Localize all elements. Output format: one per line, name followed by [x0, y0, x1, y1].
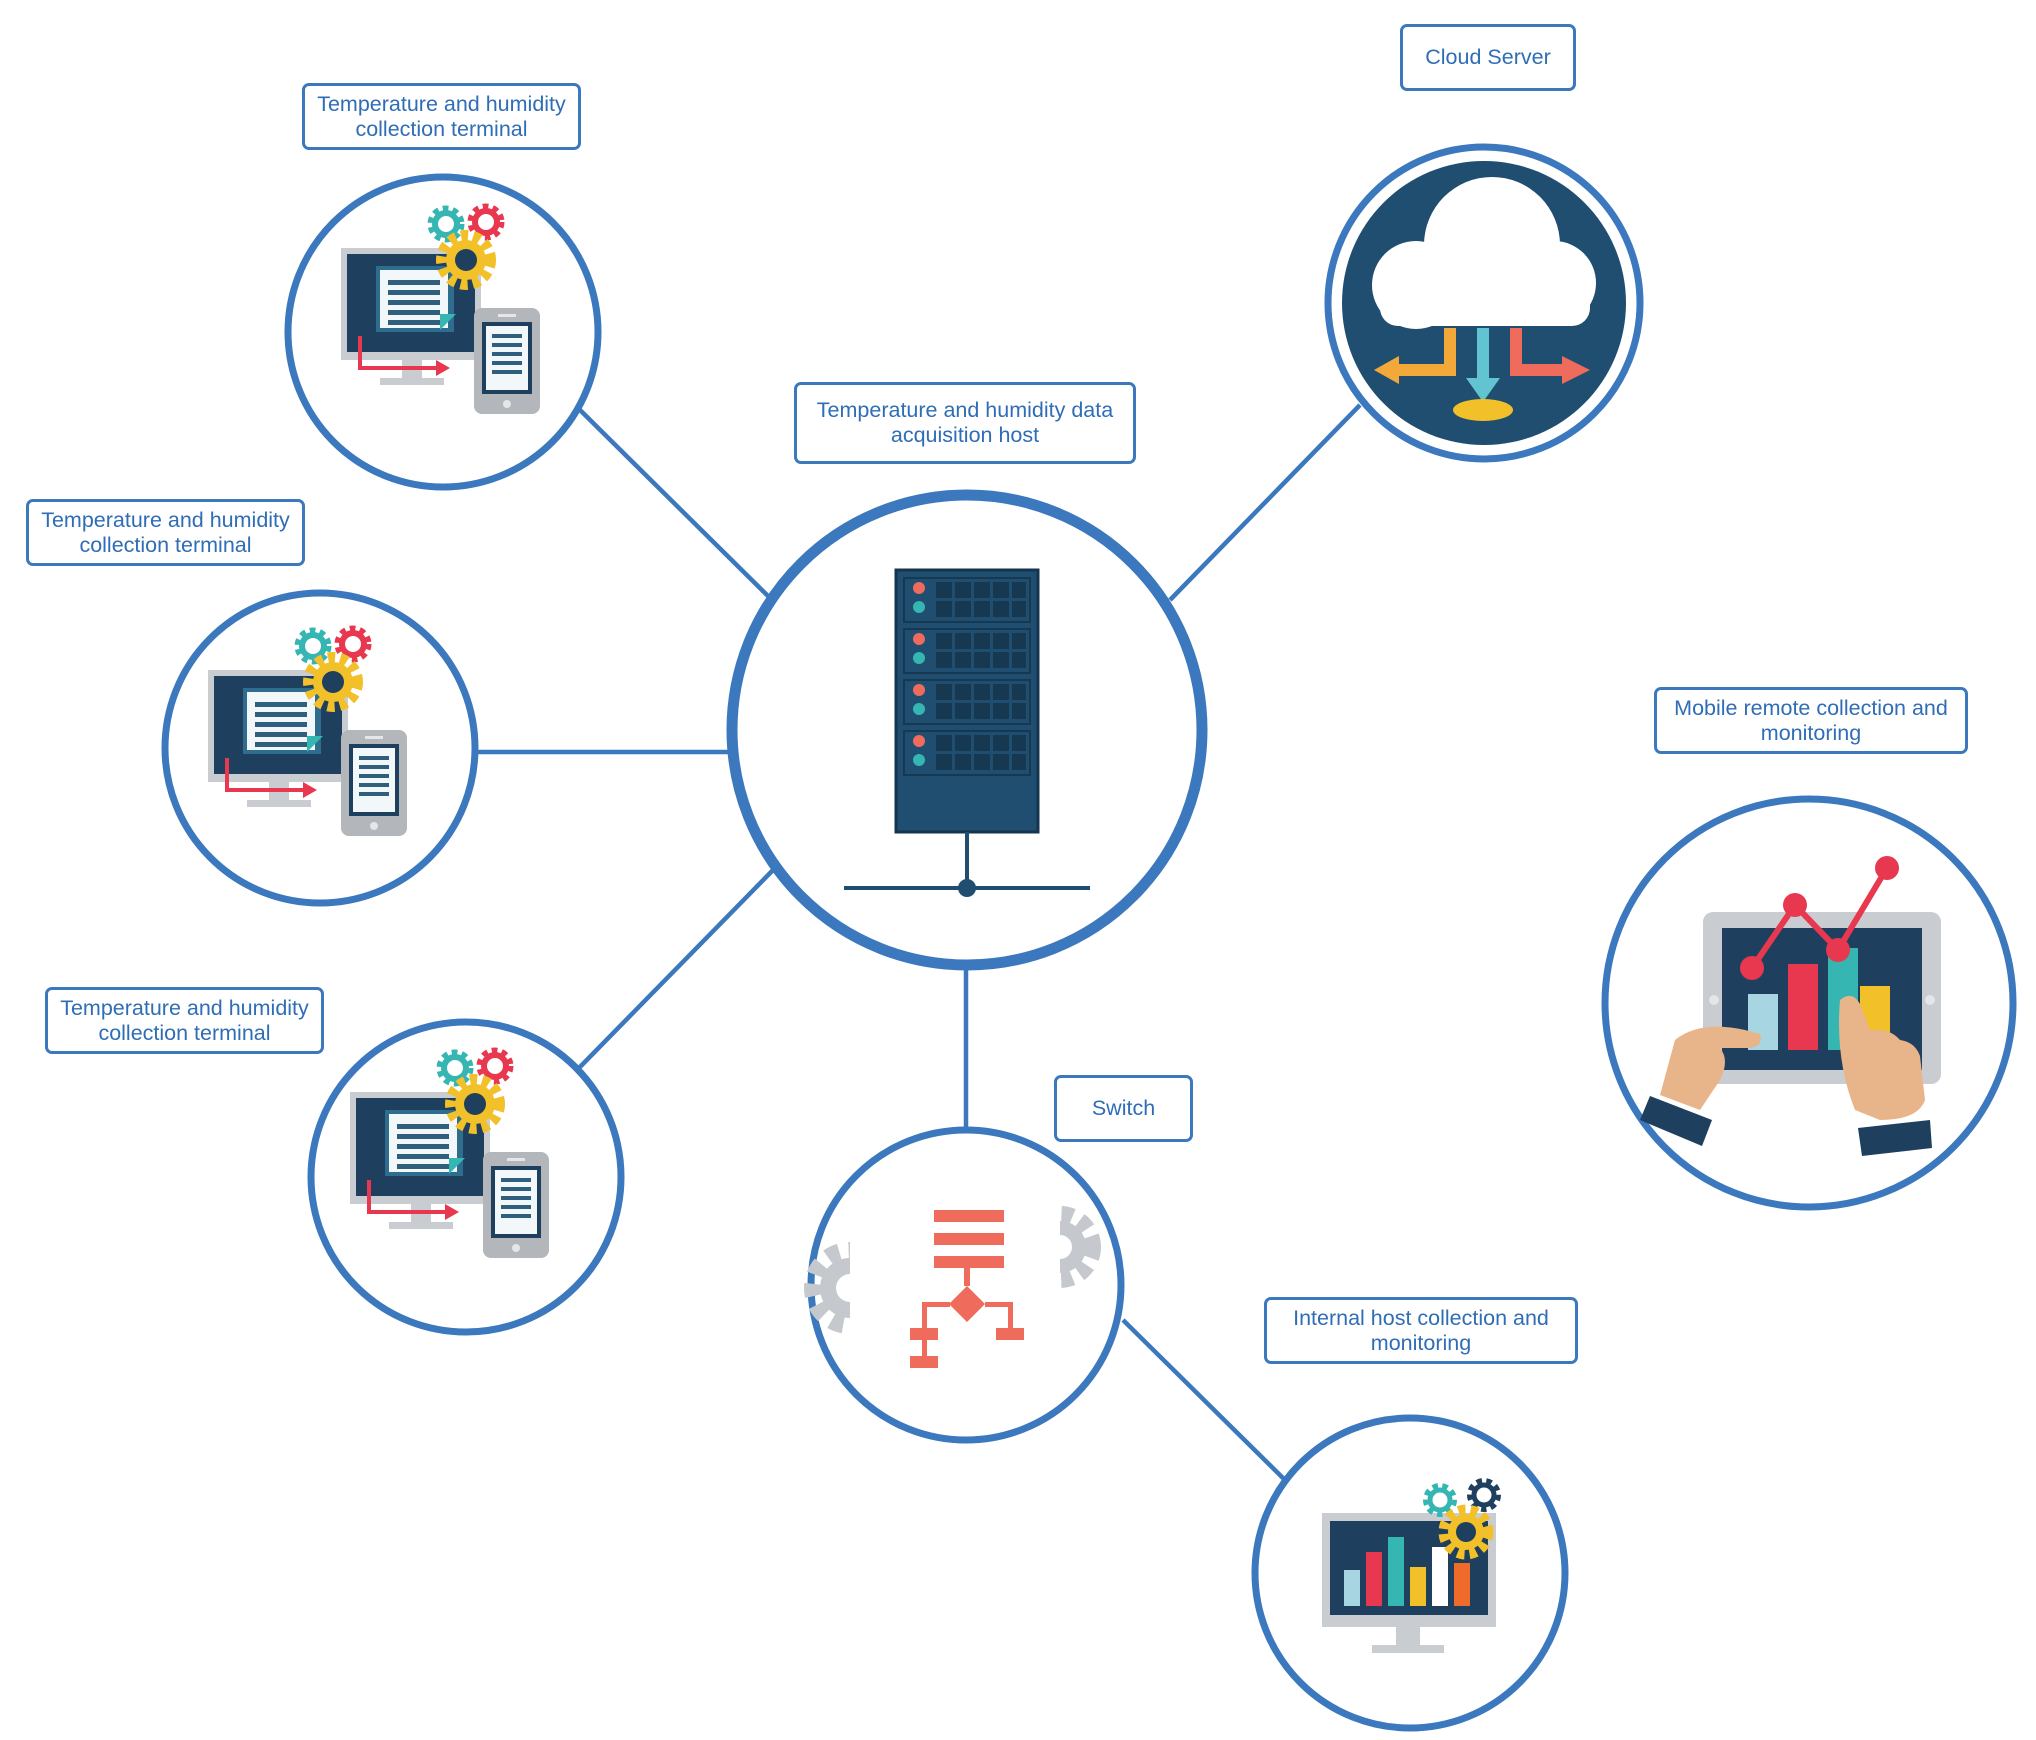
connector-cloud [1168, 403, 1362, 602]
terminal-2-node [161, 589, 479, 907]
connector-internal [1121, 1318, 1290, 1485]
host-label: Temperature and humidity data acquisitio… [794, 382, 1136, 464]
cloud-icon [1372, 177, 1596, 421]
internal-host-label: Internal host collection and monitoring [1264, 1297, 1578, 1364]
switch-label: Switch [1054, 1075, 1193, 1142]
terminal-3-label: Temperature and humidity collection term… [45, 987, 324, 1054]
switch-node [804, 1126, 1125, 1444]
internal-node [1251, 1414, 1569, 1732]
connector-terminal-1 [578, 408, 772, 600]
tablet-chart-hands-icon [1640, 856, 1941, 1156]
terminal-3-node [307, 1018, 625, 1336]
cloud-node [1324, 143, 1644, 463]
server-rack-icon [844, 568, 1090, 897]
mobile-remote-label: Mobile remote collection and monitoring [1654, 687, 1968, 754]
host-node [726, 489, 1208, 971]
mobile-node [1601, 795, 2017, 1211]
terminal-1-node [284, 173, 602, 491]
flowchart-gears-icon [804, 1205, 1101, 1368]
terminal-2-label: Temperature and humidity collection term… [26, 499, 305, 566]
monitor-bar-chart-icon [1322, 1478, 1501, 1653]
terminal-1-label: Temperature and humidity collection term… [302, 83, 581, 150]
cloud-server-label: Cloud Server [1400, 24, 1576, 91]
connector-terminal-3 [575, 866, 777, 1072]
